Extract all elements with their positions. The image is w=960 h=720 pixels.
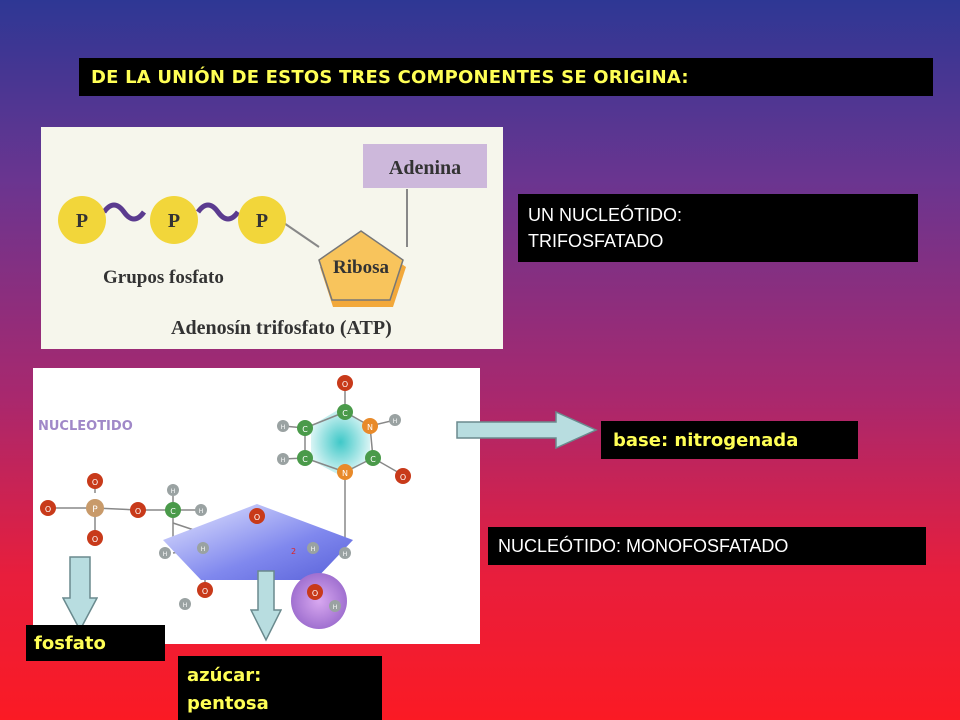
svg-text:O: O [202,587,208,596]
trifosfatado-line2: TRIFOSFATADO [528,231,664,251]
trifosfatado-box: UN NUCLEÓTIDO: TRIFOSFATADO [518,194,918,262]
trifosfatado-line1: UN NUCLEÓTIDO: [528,205,683,225]
high-energy-bond [101,202,147,222]
svg-text:P: P [92,505,98,515]
phosphorus-atom [86,499,104,517]
svg-text:O: O [92,535,98,544]
svg-text:N: N [342,469,348,478]
arrow-to-base [456,410,598,450]
svg-text:H: H [393,418,398,425]
phosphate-circle [150,196,198,244]
base-ring-glow [311,408,370,476]
adenine-label: Adenina [389,157,461,179]
slide-title: DE LA UNIÓN DE ESTOS TRES COMPONENTES SE… [79,58,933,96]
phosphate-groups-label: Grupos fosfato [103,267,224,288]
ribose-pentagon [318,230,404,301]
hydroxyl-highlight [291,573,347,629]
phosphate-label: P [76,210,88,232]
svg-text:O: O [135,507,141,516]
nucleotide-diagram: NUCLEOTIDO [33,368,480,644]
phosphate-circle [58,196,106,244]
svg-text:H: H [311,546,316,553]
bond-line [280,220,320,248]
nitrogen-atoms [337,418,378,480]
svg-text:H: H [343,551,348,558]
svg-text:O: O [45,505,51,514]
adenine-box [363,144,487,188]
arrow-to-azucar [250,570,282,642]
svg-text:H: H [201,546,206,553]
svg-text:O: O [342,380,348,389]
phosphate-circle [238,196,286,244]
svg-text:O: O [92,478,98,487]
hydrogen-atoms [159,414,401,612]
svg-text:C: C [302,425,308,434]
svg-text:C: C [170,507,176,516]
fosfato-box: fosfato [26,625,165,661]
svg-text:H: H [199,508,204,515]
phosphate-label: P [168,210,180,232]
azucar-box: azúcar: pentosa [178,656,382,720]
svg-text:C: C [342,409,348,418]
phosphate-label: P [256,210,268,232]
nucleotide-label: NUCLEOTIDO [38,419,133,434]
high-energy-bond [195,202,241,222]
svg-text:O: O [254,513,260,522]
ribose-label: Ribosa [333,257,389,278]
sugar-pentagon [163,504,353,580]
svg-text:H: H [171,488,176,495]
svg-text:H: H [281,424,286,431]
oxygen-atoms [40,375,411,600]
ring-number: 2 [291,547,296,556]
svg-text:H: H [333,604,338,611]
svg-text:N: N [367,423,373,432]
svg-text:C: C [302,455,308,464]
svg-text:H: H [163,551,168,558]
monofosfatado-box: NUCLEÓTIDO: MONOFOSFATADO [488,527,926,565]
svg-text:C: C [370,455,376,464]
base-nitrogenada-box: base: nitrogenada [601,421,858,459]
azucar-line1: azúcar: [187,665,262,686]
svg-text:O: O [400,473,406,482]
carbon-atoms [165,404,381,518]
svg-text:O: O [312,589,318,598]
azucar-line2: pentosa [187,693,269,714]
atp-diagram: P P P Adenina Ribosa Grupos fosfato Aden… [41,127,503,349]
svg-text:H: H [281,457,286,464]
arrow-to-fosfato [62,556,98,632]
atp-caption: Adenosín trifosfato (ATP) [171,317,392,339]
svg-text:H: H [183,602,188,609]
